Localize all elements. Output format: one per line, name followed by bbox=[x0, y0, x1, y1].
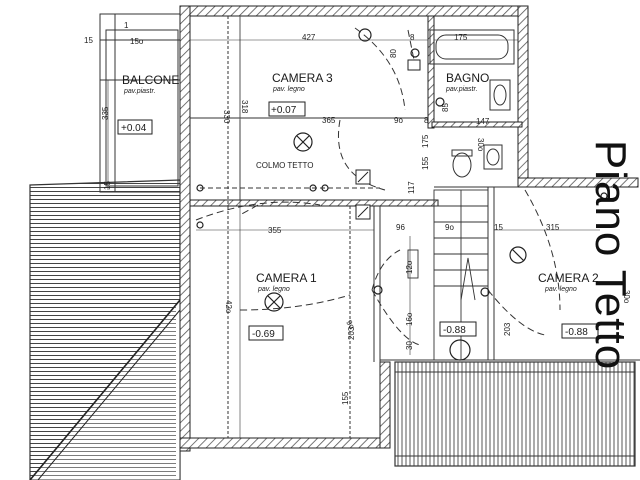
dimension-label: 427 bbox=[302, 33, 316, 42]
room-floor-camera3: pav. legno bbox=[272, 86, 305, 93]
dimension-label: 335 bbox=[101, 106, 110, 120]
dimension-label: 15 bbox=[103, 181, 112, 190]
room-floor-camera2: pav. legno bbox=[544, 286, 577, 293]
dimension-label: 12o bbox=[405, 260, 414, 274]
roof-pitch-left bbox=[29, 179, 181, 480]
ridge-label: COLMO TETTO bbox=[256, 161, 314, 170]
room-floor-camera1: pav. legno bbox=[257, 286, 290, 293]
room-floor-bagno: pav.piastr. bbox=[445, 86, 478, 93]
dimension-label: 16o bbox=[405, 312, 414, 326]
dimension-label: 355 bbox=[268, 226, 282, 235]
sheet-title: Piano Tetto bbox=[586, 139, 635, 371]
dimension-label: 155 bbox=[421, 156, 430, 170]
dimension-label: 85 bbox=[441, 103, 450, 112]
dimension-label: 117 bbox=[407, 181, 416, 194]
room-name-camera1: CAMERA 1 bbox=[256, 271, 317, 285]
dimension-label: 30o bbox=[622, 290, 631, 304]
room-name-bagno: BAGNO bbox=[446, 71, 489, 85]
dimension-label: 15o bbox=[130, 37, 144, 46]
dimension-label: 9o bbox=[394, 116, 403, 125]
dimension-label: 330 bbox=[222, 110, 231, 124]
roof-pitch-bottom-right bbox=[394, 361, 636, 467]
stair-level: -0.88 bbox=[443, 325, 466, 336]
room-name-camera2: CAMERA 2 bbox=[538, 271, 599, 285]
room-floor-balcone: pav.piastr. bbox=[123, 88, 156, 95]
room-level-balcone: +0.04 bbox=[121, 123, 147, 134]
dimension-lines bbox=[107, 39, 600, 438]
dimension-label: 147 bbox=[476, 117, 490, 126]
dimension-label: 42o bbox=[224, 300, 233, 314]
dimension-label: 80 bbox=[389, 49, 398, 58]
dimension-label: 8 bbox=[424, 116, 429, 125]
sink-icon bbox=[483, 79, 511, 170]
toilet-icon bbox=[451, 149, 473, 178]
room-name-balcone: BALCONE bbox=[122, 73, 179, 87]
dimension-label: 175 bbox=[454, 33, 468, 42]
dimension-label: 318 bbox=[240, 100, 249, 114]
dimension-label: 315 bbox=[546, 223, 560, 232]
dimension-label: 96 bbox=[396, 223, 405, 232]
bathtub-icon bbox=[429, 29, 515, 65]
dimension-label: 203 bbox=[347, 326, 356, 340]
room-level-camera1: -0.69 bbox=[252, 329, 275, 340]
room-level-camera2: -0.88 bbox=[565, 327, 588, 338]
door-swings bbox=[195, 27, 561, 346]
walls bbox=[179, 5, 639, 452]
dimension-labels: 15 15o 1 427 80 8 175 335 15 330 318 365… bbox=[84, 21, 631, 405]
dimension-label: 175 bbox=[421, 134, 430, 148]
dimension-label: 203 bbox=[503, 322, 512, 336]
dimension-label: 15 bbox=[84, 36, 93, 45]
light-fixture-icon bbox=[196, 28, 608, 361]
room-name-camera3: CAMERA 3 bbox=[272, 71, 333, 85]
dimension-label: 15 bbox=[494, 223, 503, 232]
level-boxes bbox=[117, 101, 599, 341]
dimension-label: 8 bbox=[410, 33, 415, 42]
room-level-camera3: +0.07 bbox=[271, 105, 297, 116]
dimension-label: 30o bbox=[476, 138, 485, 152]
dimension-label: 155 bbox=[341, 391, 350, 405]
dimension-label: 9o bbox=[445, 223, 454, 232]
dimension-label: 365 bbox=[322, 116, 336, 125]
switch-box-icon bbox=[355, 59, 421, 220]
dimension-label: 30 bbox=[405, 341, 414, 350]
dimension-label: 1 bbox=[124, 21, 129, 30]
